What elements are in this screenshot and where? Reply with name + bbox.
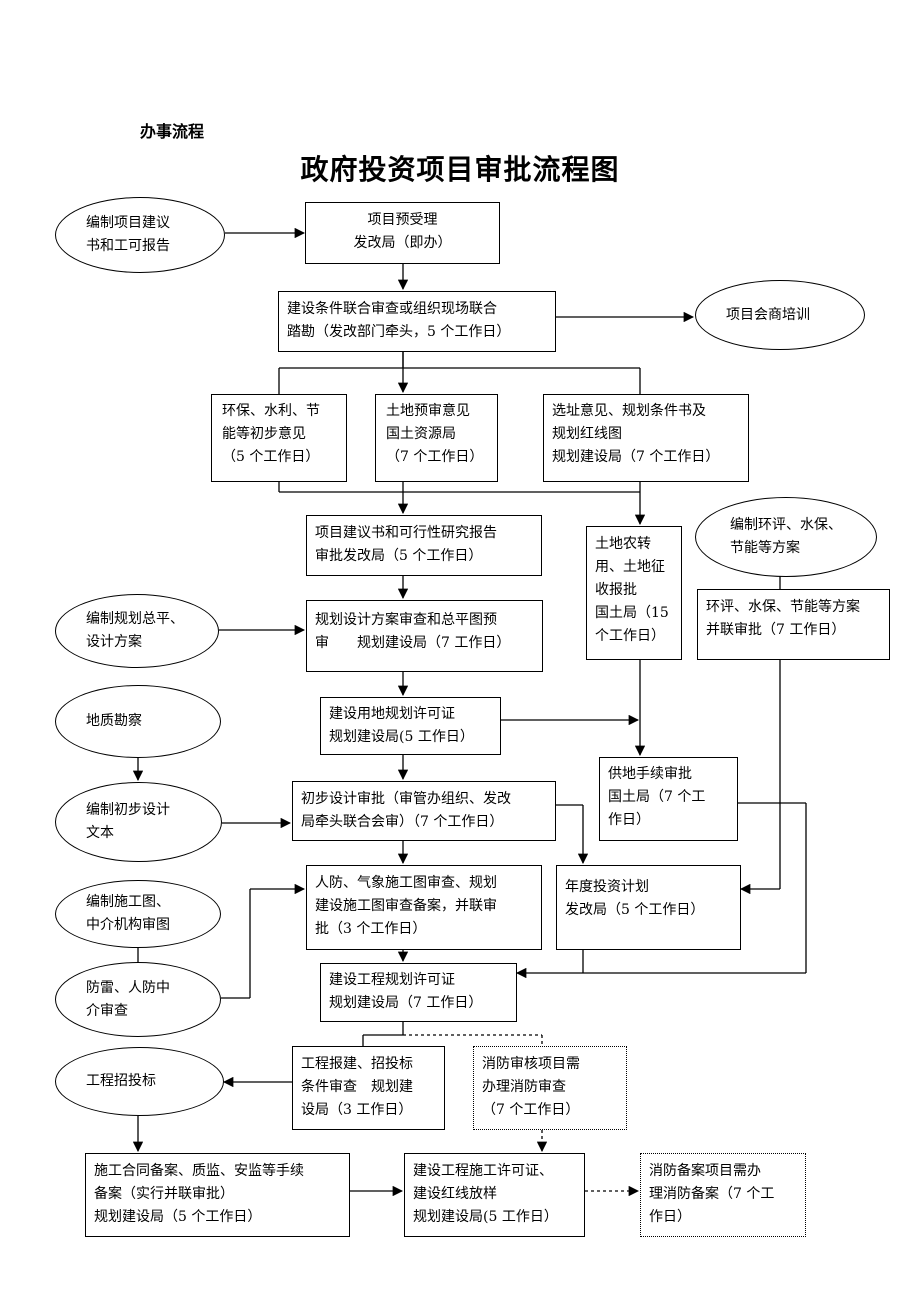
box-env-water: 环保、水利、节 能等初步意见 （5 个工作日） bbox=[211, 394, 347, 482]
box-land-conversion: 土地农转 用、土地征 收报批 国土局（15 个工作日） bbox=[586, 526, 682, 660]
box-land-pre: 土地预审意见 国土资源局 （7 个工作日） bbox=[375, 394, 498, 482]
box-drawing-review: 人防、气象施工图审查、规划 建设施工图审查备案，并联审 批（3 个工作日） bbox=[306, 865, 542, 950]
box-prelim-approval: 初步设计审批（审管办组织、发改 局牵头联合会审）（7 个工作日） bbox=[292, 781, 556, 841]
box-annual-plan: 年度投资计划 发改局（5 个工作日） bbox=[556, 865, 741, 950]
box-site-selection: 选址意见、规划条件书及 规划红线图 规划建设局（7 个工作日） bbox=[543, 394, 749, 482]
box-project-report: 工程报建、招投标 条件审查 规划建 设局（3 工作日） bbox=[292, 1046, 445, 1130]
section-heading: 办事流程 bbox=[140, 122, 205, 141]
box-fire-filing: 消防备案项目需办 理消防备案（7 个工 作日） bbox=[640, 1153, 806, 1237]
oval-geo-survey: 地质勘察 bbox=[55, 685, 221, 758]
box-plan-review: 规划设计方案审查和总平图预 审 规划建设局（7 工作日） bbox=[306, 600, 543, 672]
box-pre-acceptance: 项目预受理 发改局（即办） bbox=[305, 202, 500, 264]
box-land-permit: 建设用地规划许可证 规划建设局(5 工作日） bbox=[320, 697, 501, 755]
oval-prepare-proposal: 编制项目建议 书和工可报告 bbox=[55, 197, 225, 273]
oval-prelim-design: 编制初步设计 文本 bbox=[55, 782, 222, 862]
box-joint-review: 建设条件联合审查或组织现场联合 踏勘（发改部门牵头，5 个工作日） bbox=[278, 291, 556, 352]
box-fire-review: 消防审核项目需 办理消防审查 （7 个工作日） bbox=[473, 1046, 627, 1130]
box-land-supply: 供地手续审批 国土局（7 个工 作日） bbox=[599, 757, 738, 841]
box-contract-filing: 施工合同备案、质监、安监等手续 备案（实行并联审批） 规划建设局（5 个工作日） bbox=[85, 1153, 350, 1237]
oval-lightning-civil: 防雷、人防中 介审查 bbox=[55, 962, 221, 1037]
oval-consult-training: 项目会商培训 bbox=[695, 280, 865, 350]
box-proposal-approval: 项目建议书和可行性研究报告 审批发改局（5 个工作日） bbox=[306, 515, 542, 576]
oval-env-plan: 编制环评、水保、 节能等方案 bbox=[695, 497, 877, 577]
oval-construction-drawing: 编制施工图、 中介机构审图 bbox=[55, 880, 221, 948]
box-project-permit: 建设工程规划许可证 规划建设局（7 工作日） bbox=[320, 963, 517, 1022]
box-env-parallel: 环评、水保、节能等方案 并联审批（7 工作日） bbox=[697, 589, 890, 660]
oval-plan-design: 编制规划总平、 设计方案 bbox=[55, 594, 219, 668]
oval-bidding: 工程招投标 bbox=[55, 1047, 224, 1116]
box-construction-permit: 建设工程施工许可证、 建设红线放样 规划建设局(5 工作日） bbox=[404, 1153, 585, 1237]
page-title: 政府投资项目审批流程图 bbox=[300, 153, 620, 186]
